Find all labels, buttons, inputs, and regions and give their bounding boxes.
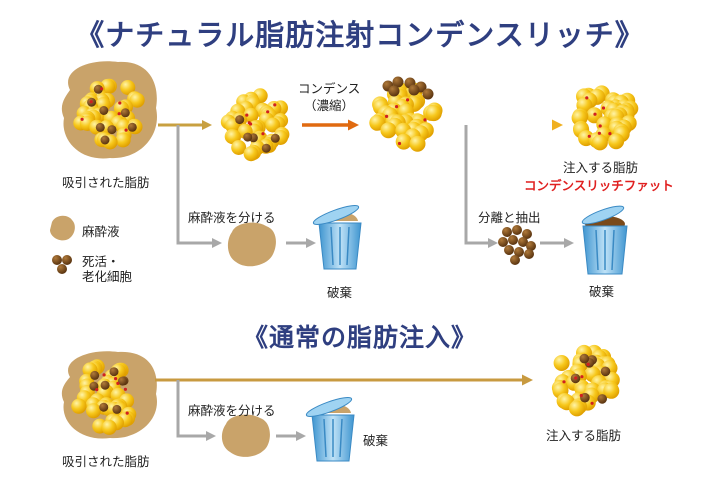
condense-sub-label: （濃縮） bbox=[304, 98, 355, 113]
trash-bucket-top-left bbox=[312, 205, 362, 270]
discard-label-top-right: 破棄 bbox=[589, 284, 615, 299]
legend-anesthetic-icon bbox=[50, 215, 75, 241]
separate-extract-label: 分離と抽出 bbox=[478, 210, 541, 225]
discard-label-bottom: 破棄 bbox=[363, 433, 389, 448]
normal-fat-title: 《通常の脂肪注入》 bbox=[242, 323, 477, 352]
anesthetic-split-label-top: 麻酔液を分ける bbox=[188, 210, 276, 225]
legend-anesthetic-label: 麻酔液 bbox=[82, 224, 120, 239]
anesthetic-blob-top bbox=[227, 222, 276, 267]
suctioned-fat-label-bottom: 吸引された脂肪 bbox=[62, 454, 150, 469]
rinsed-fat-cluster bbox=[220, 88, 290, 162]
suctioned-fat-label-top: 吸引された脂肪 bbox=[62, 175, 150, 190]
suctioned-fat-blob-bottom bbox=[61, 351, 157, 439]
injected-fat-label-bottom: 注入する脂肪 bbox=[546, 428, 622, 443]
condense-rich-fat-label: コンデンスリッチファット bbox=[524, 178, 674, 193]
anesthetic-split-label-bottom: 麻酔液を分ける bbox=[188, 403, 276, 418]
concentrated-fat-cluster bbox=[369, 76, 443, 152]
arrow-to-separation bbox=[464, 125, 498, 248]
legend-dead-cells-icon bbox=[52, 255, 72, 274]
injected-fat-cluster-bottom bbox=[551, 344, 620, 417]
legend-dead-cells-label-1: 死活・ bbox=[82, 254, 120, 269]
anesthetic-blob-bottom bbox=[221, 414, 270, 457]
arrow-to-anesthetic bbox=[176, 125, 222, 248]
condense-rich-fat-cluster bbox=[571, 85, 639, 151]
dead-cells-pile bbox=[498, 225, 536, 265]
injected-fat-label-top: 注入する脂肪 bbox=[563, 160, 639, 175]
natural-fat-title: 《ナチュラル脂肪注射コンデンスリッチ》 bbox=[75, 18, 645, 52]
arrow-to-anesthetic-bottom bbox=[176, 380, 216, 441]
suctioned-fat-blob-top bbox=[61, 61, 157, 159]
legend-dead-cells-label-2: 老化細胞 bbox=[82, 269, 133, 284]
trash-bucket-top-right bbox=[581, 205, 628, 275]
trash-bucket-bottom bbox=[305, 397, 355, 462]
condense-label: コンデンス bbox=[298, 81, 361, 96]
discard-label-top-left: 破棄 bbox=[327, 285, 353, 300]
